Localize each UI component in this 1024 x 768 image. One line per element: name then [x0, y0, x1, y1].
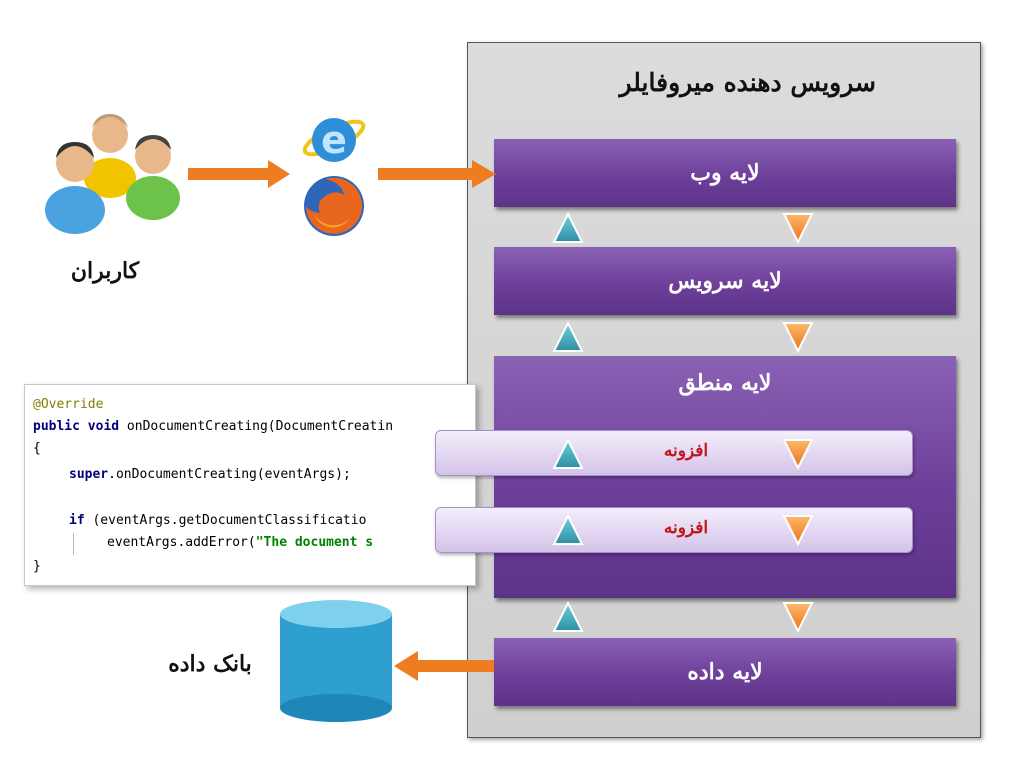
- down-arrow-icon: [782, 213, 814, 245]
- web-layer: لایه وب: [494, 139, 956, 207]
- up-arrow-icon: [552, 600, 584, 632]
- svg-text:e: e: [321, 118, 347, 162]
- down-arrow-icon: [782, 439, 814, 471]
- code-snippet: @Override public void onDocumentCreating…: [24, 384, 476, 586]
- down-arrow-icon: [782, 515, 814, 547]
- users-to-browser-arrow: [188, 160, 290, 188]
- plugin-box-1: افزونه: [435, 430, 913, 476]
- down-arrow-icon: [782, 602, 814, 634]
- data-to-database-arrow: [394, 651, 494, 681]
- up-arrow-icon: [552, 513, 584, 545]
- server-title: سرویس دهنده میروفایلر: [619, 68, 876, 97]
- data-layer: لایه داده: [494, 638, 956, 706]
- firefox-icon: [304, 176, 364, 236]
- code-line-super-call: super.onDocumentCreating(eventArgs);: [69, 467, 351, 482]
- logic-layer: لایه منطق: [494, 356, 956, 598]
- down-arrow-icon: [782, 322, 814, 354]
- code-line-add-error: eventArgs.addError("The document s: [107, 535, 374, 550]
- service-layer-label: لایه سرویس: [668, 268, 782, 294]
- users-label: کاربران: [70, 258, 140, 284]
- code-line-signature: public void onDocumentCreating(DocumentC…: [33, 419, 394, 434]
- web-layer-label: لایه وب: [690, 160, 760, 186]
- up-arrow-icon: [552, 211, 584, 243]
- users-icon: [45, 114, 180, 234]
- database-label: بانک داده: [168, 651, 252, 677]
- plugin-box-2: افزونه: [435, 507, 913, 553]
- up-arrow-icon: [552, 320, 584, 352]
- code-indent-guide: [73, 533, 74, 555]
- up-arrow-icon: [552, 437, 584, 469]
- service-layer: لایه سرویس: [494, 247, 956, 315]
- internet-explorer-icon: e: [302, 118, 366, 162]
- browser-to-web-arrow: [378, 160, 496, 188]
- logic-layer-label: لایه منطق: [678, 370, 772, 396]
- code-line-if: if (eventArgs.getDocumentClassificatio: [69, 513, 367, 528]
- code-line-annotation: @Override: [33, 397, 104, 412]
- plugin-label-2: افزونه: [663, 518, 709, 538]
- code-line-close-brace: }: [33, 559, 41, 574]
- data-layer-label: لایه داده: [687, 659, 763, 685]
- code-line-open-brace: {: [33, 441, 41, 456]
- plugin-label-1: افزونه: [663, 441, 709, 461]
- database-icon: [280, 600, 392, 722]
